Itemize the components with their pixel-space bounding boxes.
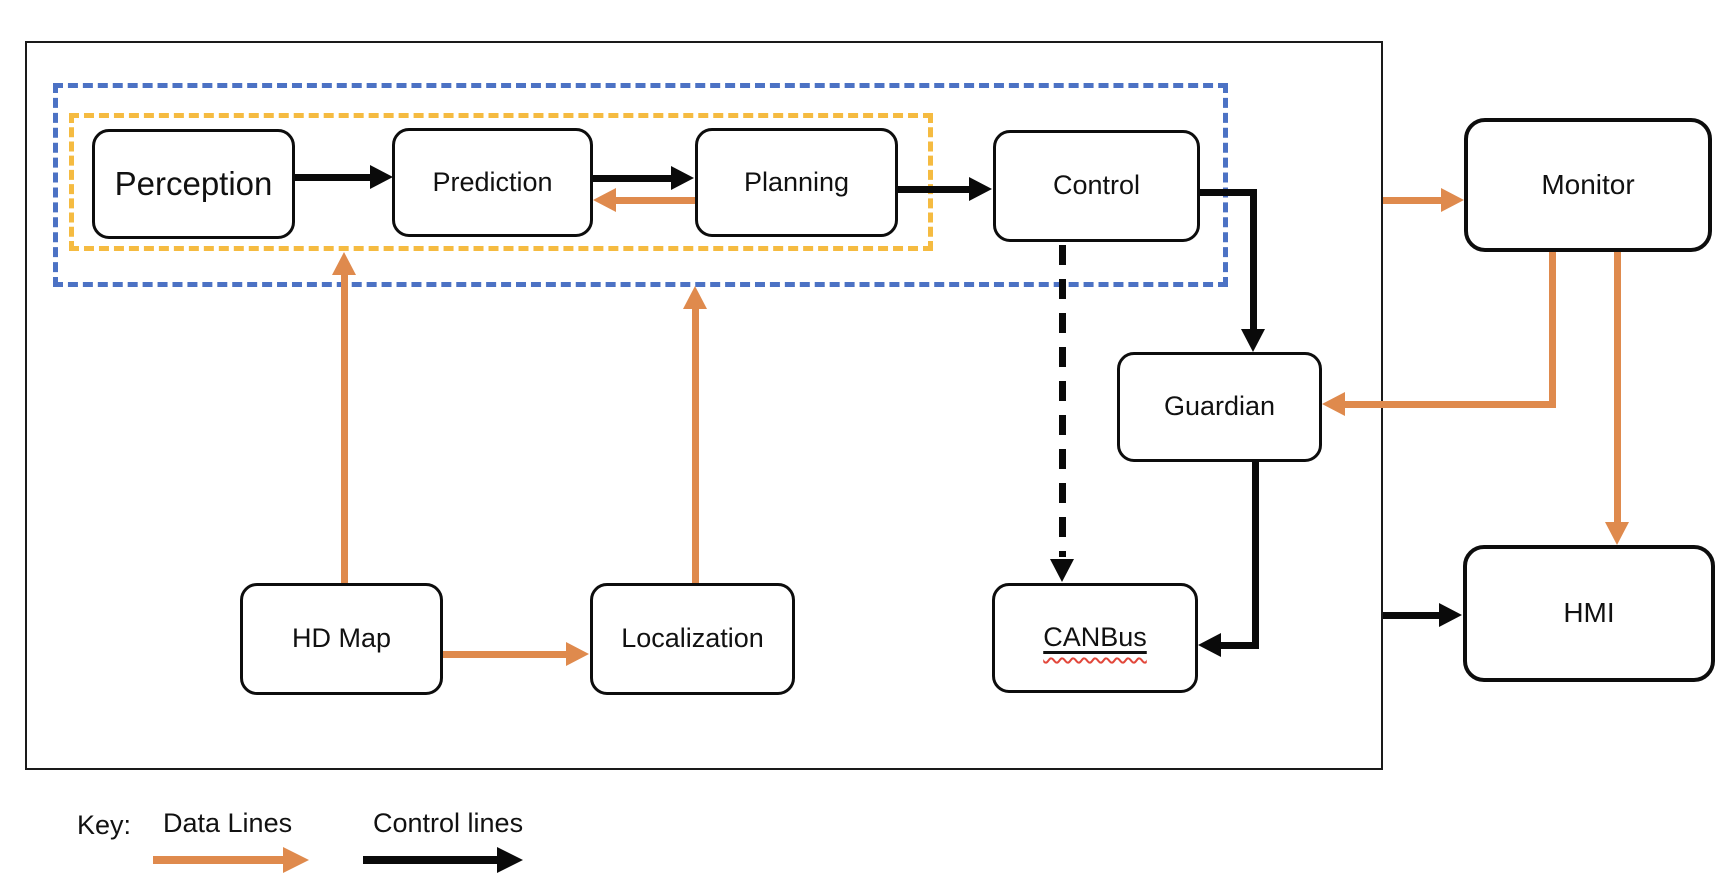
node-localization-label: Localization: [621, 623, 764, 654]
key-label: Key:: [77, 810, 132, 840]
node-hmi: HMI: [1463, 545, 1715, 682]
node-canbus-label: CANBus: [1043, 622, 1147, 653]
key-control-lines-label: Control lines: [373, 808, 524, 838]
perception-planning-group: [69, 113, 933, 251]
autonomy-modules-group: [53, 83, 1228, 287]
node-hdmap-label: HD Map: [291, 623, 392, 654]
node-hdmap: HD Map: [240, 583, 443, 695]
node-control-label: Control: [1052, 170, 1141, 201]
node-prediction: Prediction: [392, 128, 593, 237]
node-localization: Localization: [590, 583, 795, 695]
node-prediction-label: Prediction: [432, 166, 553, 197]
node-guardian: Guardian: [1117, 352, 1322, 462]
node-control: Control: [993, 130, 1200, 242]
node-canbus: CANBus: [992, 583, 1198, 693]
node-planning: Planning: [695, 128, 898, 237]
node-perception: Perception: [92, 129, 295, 239]
node-perception-label: Perception: [114, 164, 273, 202]
node-planning-label: Planning: [743, 166, 850, 197]
key-data-lines-label: Data Lines: [163, 808, 293, 838]
node-monitor-label: Monitor: [1541, 168, 1635, 200]
node-monitor: Monitor: [1464, 118, 1712, 252]
node-guardian-label: Guardian: [1163, 391, 1276, 422]
node-canbus-spellcheck-underline: CANBus: [1043, 622, 1147, 653]
node-hmi-label: HMI: [1563, 597, 1615, 629]
